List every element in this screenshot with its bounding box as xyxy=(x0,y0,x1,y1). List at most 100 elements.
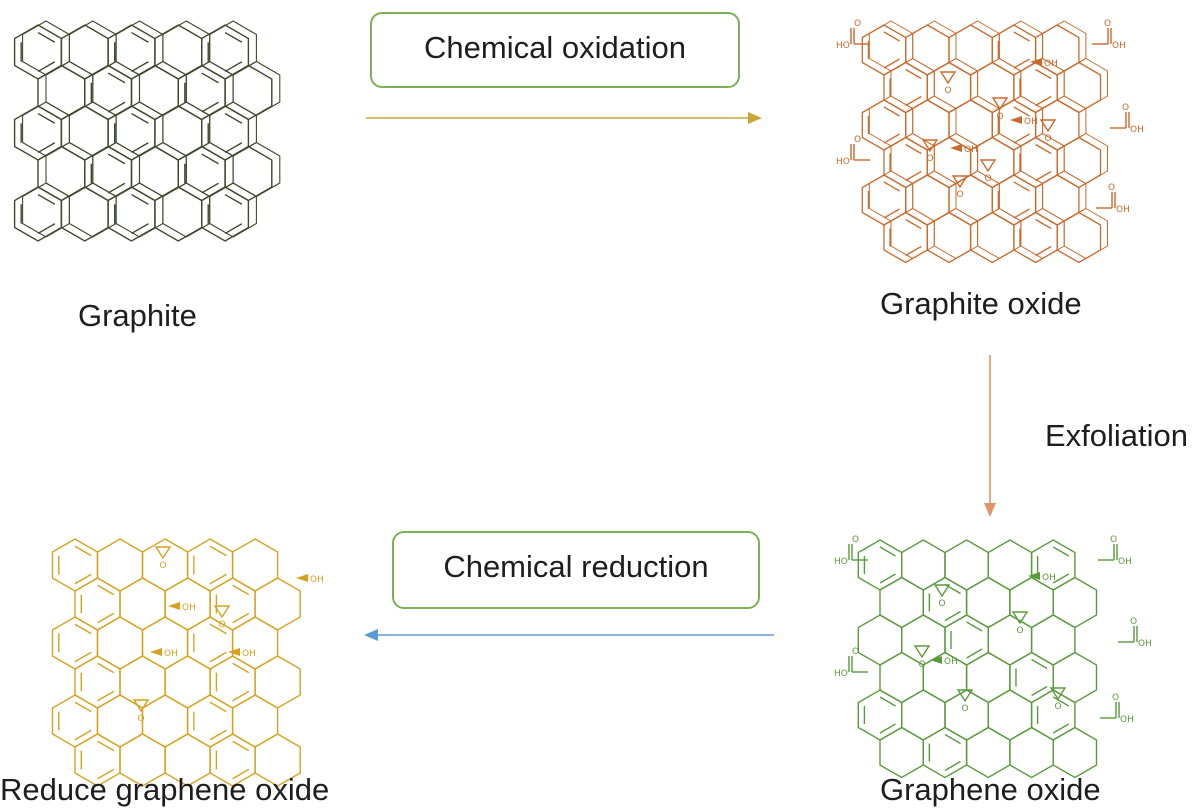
double-bond xyxy=(97,740,115,752)
hexagon-ring xyxy=(965,726,1011,779)
double-bond xyxy=(97,584,115,596)
double-bond xyxy=(224,223,243,235)
double-bond xyxy=(1031,685,1048,697)
double-bond xyxy=(107,182,126,194)
double-bond xyxy=(905,245,922,257)
double-bond xyxy=(1035,95,1052,107)
double-bond xyxy=(1052,573,1070,584)
epoxide-ring xyxy=(1011,611,1029,625)
hexagon-ring xyxy=(1009,726,1054,779)
double-bond xyxy=(37,223,56,235)
double-bond xyxy=(201,182,219,194)
exfoliation-arrow xyxy=(984,355,996,517)
double-bond xyxy=(224,31,243,43)
hexagon-ring xyxy=(200,186,250,242)
epoxide-oxygen-label: O xyxy=(919,660,926,670)
hydroxyl-label: OH xyxy=(1044,59,1058,69)
oxidation-arrow xyxy=(366,112,762,124)
double-bond xyxy=(944,760,961,772)
double-bond xyxy=(1035,68,1052,80)
hexagon-ring xyxy=(944,539,989,591)
double-bond xyxy=(74,729,92,741)
hexagon-ring xyxy=(254,577,301,631)
hexagon-ring xyxy=(231,694,279,748)
double-bond xyxy=(209,701,227,713)
double-bond xyxy=(201,72,219,84)
double-bond xyxy=(107,153,126,165)
hydroxyl-label: OH xyxy=(1042,573,1056,583)
double-bond xyxy=(131,223,149,235)
double-bond xyxy=(879,723,896,734)
hydroxyl-label: OH xyxy=(1138,639,1152,649)
double-bond xyxy=(232,584,250,596)
double-bond xyxy=(1035,218,1052,230)
double-bond xyxy=(1013,31,1030,42)
double-bond xyxy=(905,95,922,107)
double-bond xyxy=(224,142,243,154)
carbonyl-oxygen-label: O xyxy=(1108,183,1115,193)
oxidation-step-label: Chemical oxidation xyxy=(424,30,686,65)
epoxide-oxygen-label: O xyxy=(997,112,1004,122)
double-bond xyxy=(879,546,896,557)
double-bond xyxy=(209,545,227,557)
hexagon-ring xyxy=(879,576,924,629)
double-bond xyxy=(97,612,115,624)
oxidation-step-box xyxy=(370,12,740,88)
double-bond xyxy=(37,61,56,73)
hydroxyl-label: OH xyxy=(964,145,978,155)
hexagon-ring xyxy=(901,689,946,741)
reduction-step-box xyxy=(392,531,760,609)
double-bond xyxy=(201,101,219,113)
epoxide-oxygen-label: O xyxy=(985,174,992,184)
hydroxyl-label: OH xyxy=(944,657,958,667)
reduction-arrow xyxy=(364,629,774,641)
hexagon-ring xyxy=(119,577,166,631)
hexagon-ring xyxy=(231,616,279,670)
epoxide-ring xyxy=(1039,119,1057,133)
double-bond xyxy=(209,623,227,635)
epoxide-oxygen-label: O xyxy=(962,704,969,714)
double-bond xyxy=(1052,546,1070,557)
epoxide-ring xyxy=(956,689,974,703)
hydroxyl-label: HO xyxy=(836,41,850,51)
double-bond xyxy=(201,153,219,165)
hydroxyl-label: OH xyxy=(182,603,196,613)
hexagon-ring xyxy=(1063,207,1108,260)
double-bond xyxy=(1052,723,1070,734)
graphite-oxide-label: Graphite oxide xyxy=(880,286,1082,321)
epoxide-ring xyxy=(213,605,231,619)
hexagon-ring xyxy=(965,651,1011,704)
hydroxyl-label: OH xyxy=(1130,125,1144,135)
hydroxyl-label: OH xyxy=(1024,117,1038,127)
hydroxyl-label: HO xyxy=(836,157,850,167)
double-bond xyxy=(232,662,250,674)
epoxide-ring xyxy=(939,71,957,85)
graphene-oxide-label: Graphene oxide xyxy=(880,772,1101,807)
double-bond xyxy=(74,623,92,635)
double-bond xyxy=(1052,696,1070,707)
double-bond xyxy=(883,133,900,144)
double-bond xyxy=(232,740,250,752)
double-bond xyxy=(1031,658,1048,670)
hydroxyl-label: HO xyxy=(834,669,848,679)
hydroxyl-label: OH xyxy=(1112,41,1126,51)
carbonyl-oxygen-label: O xyxy=(1112,693,1119,703)
hexagon-ring xyxy=(96,616,144,670)
double-bond xyxy=(883,208,900,219)
double-bond xyxy=(131,61,149,73)
double-bond xyxy=(1035,143,1052,155)
carbonyl-oxygen-label: O xyxy=(852,647,859,657)
hexagon-ring xyxy=(1052,726,1098,779)
hexagon-ring xyxy=(1056,211,1102,264)
epoxide-oxygen-label: O xyxy=(1055,702,1062,712)
hydroxyl-label: HO xyxy=(834,557,848,567)
double-bond xyxy=(1013,208,1030,219)
double-bond xyxy=(97,690,115,702)
epoxide-oxygen-label: O xyxy=(160,561,167,571)
hexagon-ring xyxy=(141,694,189,748)
hydroxyl-label: OH xyxy=(1116,205,1130,215)
hexagon-ring xyxy=(1052,651,1098,704)
hexagon-ring xyxy=(254,655,301,709)
